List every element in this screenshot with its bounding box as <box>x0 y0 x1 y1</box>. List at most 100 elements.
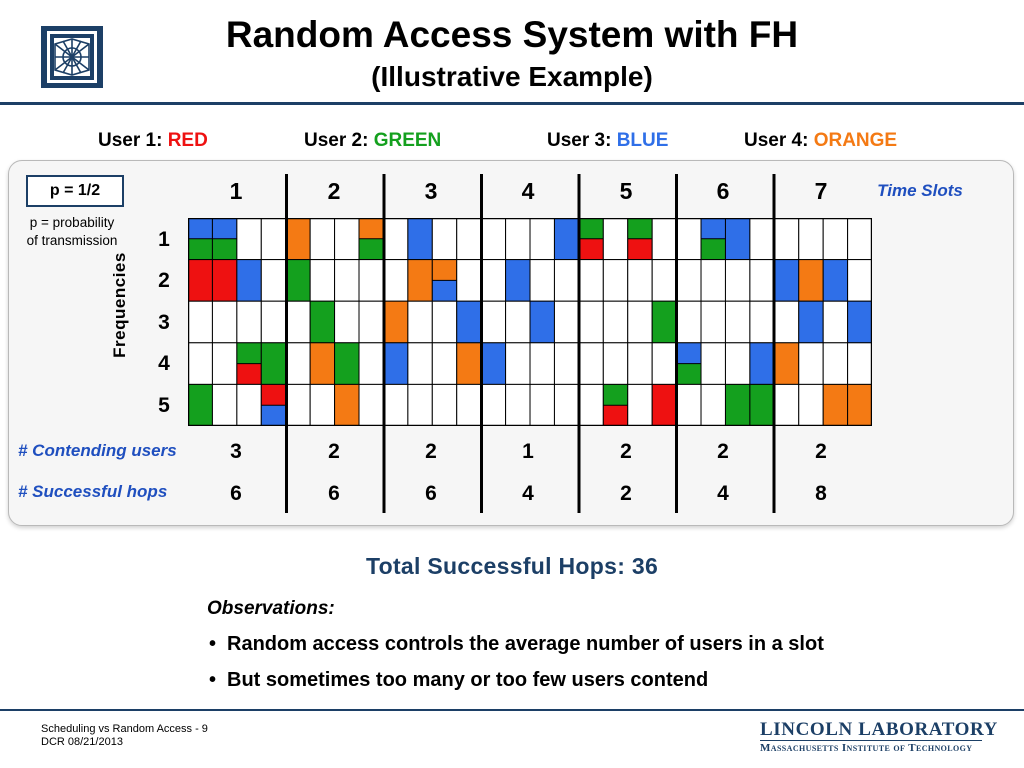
grid-cell <box>847 342 872 385</box>
successful-hops-label: # Successful hops <box>18 482 168 501</box>
successful-value-2: 6 <box>328 482 340 505</box>
grid-cell <box>211 342 238 385</box>
grid-cell <box>285 218 311 261</box>
grid-cell <box>431 259 458 302</box>
footer-divider <box>0 709 1024 711</box>
grid-cell <box>553 259 580 302</box>
footer-slide-title: Scheduling vs Random Access - 9 <box>41 723 208 735</box>
contending-value-7: 2 <box>815 440 827 463</box>
grid-cell <box>456 259 482 302</box>
frequency-label-4: 4 <box>158 352 170 375</box>
successful-value-5: 2 <box>620 482 632 505</box>
footer-author-date: DCR 08/21/2013 <box>41 736 123 748</box>
grid-cell <box>749 300 775 344</box>
grid-cell <box>188 383 213 426</box>
grid-cell <box>700 218 726 261</box>
grid-cell <box>431 300 458 344</box>
grid-cell <box>285 383 311 426</box>
grid-cell <box>334 342 360 385</box>
successful-value-7: 8 <box>815 482 827 505</box>
footer-info: Scheduling vs Random Access - 9 DCR 08/2… <box>41 723 208 749</box>
legend-user-4: User 4: ORANGE <box>744 130 897 152</box>
probability-box: p = 1/2 <box>26 175 124 207</box>
legend-user-1: User 1: RED <box>98 130 208 152</box>
total-successful-hops: Total Successful Hops: 36 <box>365 553 659 579</box>
observations-title: Observations: <box>207 598 335 619</box>
contending-value-1: 3 <box>230 440 242 463</box>
frequency-label-3: 3 <box>158 311 170 334</box>
legend-user-3-prefix: User 3: <box>547 130 617 151</box>
grid-cell <box>188 218 213 261</box>
grid-cell <box>822 383 849 426</box>
grid-cell <box>651 218 678 261</box>
grid-cell <box>553 342 580 385</box>
successful-value-1: 6 <box>230 482 242 505</box>
grid-cell <box>773 342 800 385</box>
grid-cell <box>188 300 213 344</box>
contending-value-3: 2 <box>425 440 437 463</box>
grid-cell <box>724 259 751 302</box>
successful-value-6: 4 <box>717 482 729 505</box>
lab-name: LINCOLN LABORATORY <box>760 719 998 740</box>
lincoln-lab-logo <box>41 26 103 88</box>
contending-value-5: 2 <box>620 440 632 463</box>
grid-cell <box>211 300 238 344</box>
grid-cell <box>480 383 507 426</box>
header-divider <box>0 102 1024 105</box>
grid-cell <box>724 383 751 426</box>
grid-cell <box>211 259 238 302</box>
grid-cell <box>529 259 555 302</box>
grid-cell <box>798 259 824 302</box>
grid-cell <box>309 218 336 261</box>
grid-cell <box>480 218 507 261</box>
grid-cell <box>382 342 409 385</box>
grid-cell <box>382 300 409 344</box>
grid-cell <box>456 300 482 344</box>
lab-institute: Massachusetts Institute of Technology <box>760 742 973 754</box>
observation-2: • But sometimes too many or too few users… <box>209 669 708 692</box>
grid-cell <box>822 259 849 302</box>
grid-cell <box>847 259 872 302</box>
grid-cell <box>456 342 482 385</box>
grid-cell <box>407 300 433 344</box>
slot-label-3: 3 <box>424 178 438 204</box>
grid-cell <box>773 259 800 302</box>
grid-cell <box>798 218 824 261</box>
grid-cell <box>431 383 458 426</box>
frequency-label-1: 1 <box>158 228 170 251</box>
grid-cell <box>773 300 800 344</box>
grid-cell <box>676 342 702 385</box>
observation-1-text: Random access controls the average numbe… <box>227 633 824 655</box>
grid-cell <box>651 300 678 344</box>
slot-label-4: 4 <box>521 178 535 204</box>
grid-cell <box>822 300 849 344</box>
grid-cell <box>260 383 287 426</box>
grid-cell <box>236 383 262 426</box>
grid-cell <box>627 383 653 426</box>
grid-cell <box>285 300 311 344</box>
grid-cell <box>505 259 531 302</box>
observation-2-bullet: • <box>209 669 217 691</box>
page-title: Random Access System with FH <box>225 14 799 55</box>
grid-cell <box>407 259 433 302</box>
grid-cell <box>334 259 360 302</box>
grid-cell <box>602 218 629 261</box>
slot-label-5: 5 <box>619 178 633 204</box>
observation-1: •Random access controls the average numb… <box>209 633 824 656</box>
grid-cell <box>749 259 775 302</box>
grid-cell <box>236 300 262 344</box>
legend-user-2: User 2: GREEN <box>304 130 441 152</box>
grid-cell <box>798 300 824 344</box>
grid-cell <box>847 300 872 344</box>
grid-cell <box>602 259 629 302</box>
grid-cell <box>431 342 458 385</box>
frequency-time-grid <box>188 218 872 426</box>
grid-cell <box>505 300 531 344</box>
observation-2-text: But sometimes too many or too few users … <box>227 669 709 691</box>
grid-cell <box>676 383 702 426</box>
contending-users-label: # Contending users <box>18 441 177 460</box>
slot-label-1: 1 <box>229 178 243 204</box>
grid-cell <box>236 218 262 261</box>
grid-cell <box>553 300 580 344</box>
time-slots-label: Time Slots <box>877 181 963 200</box>
